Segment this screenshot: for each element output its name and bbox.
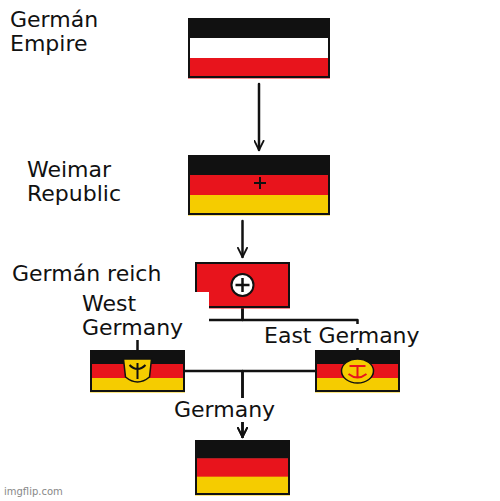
succession-connector [241,221,244,257]
cross-mark [254,177,266,189]
flag-shape [195,262,290,308]
flag-stripe [195,440,290,459]
state-name: Weimar Republic [25,158,164,206]
state-name: West Germany [80,292,209,340]
cross-mark [236,278,250,292]
flag-stripe [188,18,330,39]
flag-node: Germán reich [195,262,290,308]
watermark: imgflip.com [4,486,63,497]
white-disc [232,274,254,296]
flag-stripe [188,175,330,196]
flag-stripe [90,364,185,379]
flag-shape [188,155,330,215]
flag-stripe [188,155,330,176]
flag-outline [196,441,289,494]
flag-stripe [195,477,290,496]
flag-outline [196,263,289,307]
state-name: Germán reich [10,262,163,286]
flag-shape [315,350,400,392]
flag-outline [316,351,399,391]
state-name: Germany [172,398,277,422]
flag-stripe [188,195,330,216]
flag-outline [91,351,184,391]
flag-stripe [195,262,290,309]
flag-stripe [315,364,400,379]
hammer-compass-emblem [342,359,374,383]
flag-shape [90,350,185,392]
flag-stripe [195,458,290,477]
flag-stripe [188,38,330,59]
flag-node: West Germany [90,350,185,392]
flag-node: Germany [195,440,290,495]
succession-connector [258,84,261,150]
state-name: Germán Empire [8,8,122,56]
flag-stripe [188,58,330,79]
eagle-mark [130,363,146,379]
eagle-emblem [124,359,152,382]
flag-node: East Germany [315,350,400,392]
flag-outline [189,156,329,214]
flag-node: Weimar Republic [188,155,330,215]
flag-node: Germán Empire [188,18,330,78]
flag-shape [195,440,290,495]
flag-outline [189,19,329,77]
state-name: East Germany [262,324,422,348]
hammer-mark [349,366,367,378]
flag-shape [188,18,330,78]
